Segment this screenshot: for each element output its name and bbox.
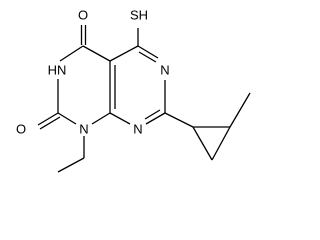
bond-n8-c8a (109, 112, 131, 125)
atom-label-oxygen-top: O (78, 8, 88, 23)
bond-ch2-ch3 (57, 157, 85, 173)
bond-c7-n8-b (144, 109, 161, 120)
atom-label-nitrogen-bottom: N (133, 122, 142, 137)
bond-c5-n6-a (137, 45, 159, 59)
bond-cp2-cp3 (211, 126, 231, 161)
bond-c5-n6-b (138, 51, 157, 63)
bond-n1-c8a (91, 112, 111, 125)
atom-label-nitrogen-left: N (79, 122, 88, 137)
bond-c7-cyclopropyl (164, 112, 194, 128)
atom-label-nh: HN (48, 63, 67, 78)
bond-c7-n8-a (145, 112, 166, 125)
atom-label-sh: SH (130, 8, 148, 23)
bond-c4-c4a (82, 45, 111, 62)
bond-c4-n3 (59, 45, 84, 62)
bond-cp3-cp1 (192, 126, 213, 161)
bond-c2-o-double-b (39, 116, 61, 130)
bond-c2-n1 (57, 112, 77, 125)
atom-label-nitrogen-right: N (160, 63, 169, 78)
molecule-diagram: O SH HN N N N O (16, 8, 251, 173)
bonds (37, 25, 251, 173)
bond-cp2-methyl (229, 92, 251, 128)
atom-label-oxygen-left: O (16, 122, 26, 137)
atom-labels: O SH HN N N N O (16, 8, 170, 137)
bond-c4a-c5 (109, 45, 139, 62)
bond-c2-o-double-a (37, 112, 59, 126)
